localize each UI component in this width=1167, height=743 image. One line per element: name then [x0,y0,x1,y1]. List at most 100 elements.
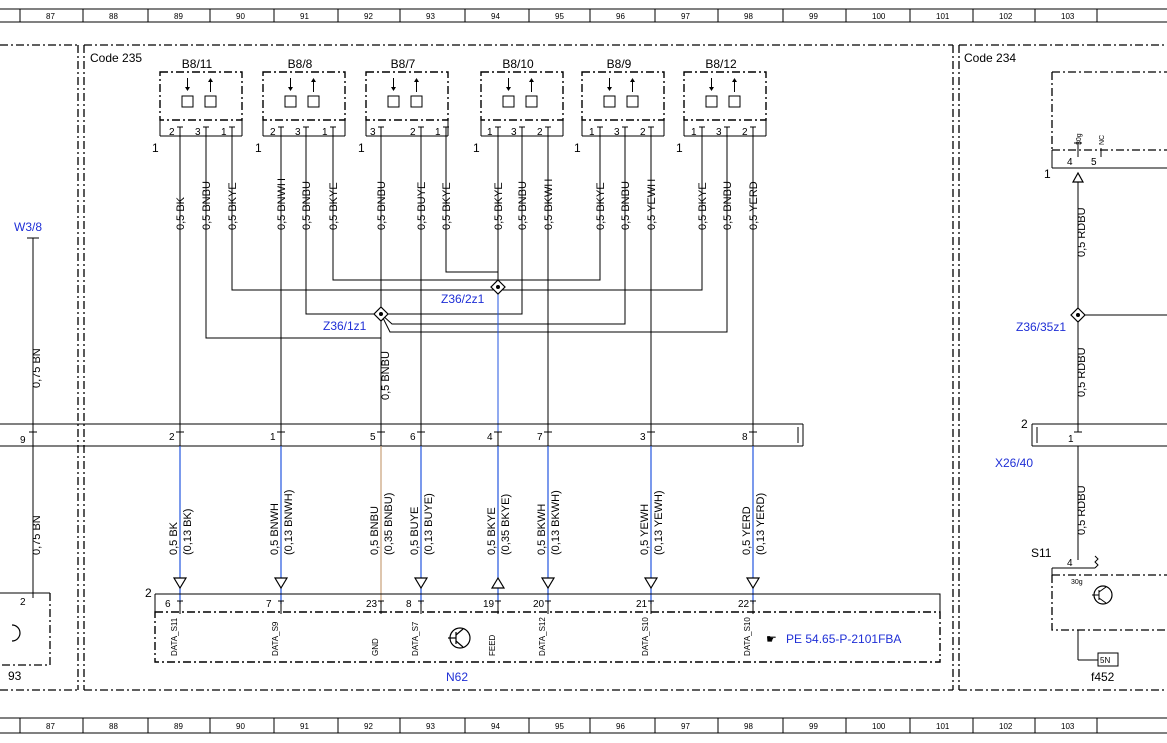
n62-pin-number: 19 [483,599,495,610]
x26-40-pin: 1 [1068,434,1074,445]
ruler-bottom-label: 89 [174,722,183,731]
right-wire [1077,182,1167,560]
sensor-label: B8/9 [607,57,632,71]
upper-wire-label: 0,5 BKYE [227,182,239,230]
signal-arrow-down [413,577,429,590]
splice-z36-2z1 [490,279,506,295]
upper-wire-label: 0,5 YEWH [646,179,658,230]
sensor-label: B8/7 [391,57,416,71]
sensor-pin-number: 2 [537,127,543,138]
splice-z36-35z1 [1070,307,1086,323]
sensor-pin-number: 2 [169,127,175,138]
sensor-pin-marker: 1 [574,141,581,155]
sensor-pin-number: 1 [691,127,697,138]
x26-40-label: X26/40 [995,456,1033,470]
s11-switch [1051,555,1167,661]
upper-wire-label: 0,5 BNBU [201,181,213,230]
fuse-label: f452 [1091,670,1115,684]
ruler-bottom-label: 90 [236,722,245,731]
lower-wire-main-label: 0,5 BK [168,521,180,555]
ruler-top-label: 90 [236,12,245,21]
ruler-bottom-label: 102 [999,722,1013,731]
n62-signal-label: DATA_S9 [271,621,280,656]
signal-arrow-down [540,577,556,590]
lower-wire-main-label: 0,5 YEWH [639,504,651,555]
lower-wire-sub-label: (0,35 BNBU) [383,493,395,555]
upper-wire-label: 0,5 BKYE [697,182,709,230]
w3-8-wire-upper-label: 0,75 BN [31,348,43,388]
ruler-bottom-label: 101 [936,722,950,731]
sensor-label: B8/8 [288,57,313,71]
upper-wire-label: 0,5 BNBU [517,181,529,230]
w3-8-label: W3/8 [14,220,42,234]
ruler-bottom-label: 95 [555,722,564,731]
lower-wire-main-label: 0,5 BNBU [369,506,381,555]
upper-wire-label: 0,5 BKYE [328,182,340,230]
splice-z36-1z1 [373,306,389,322]
ruler-top-label: 99 [809,12,818,21]
signal-arrow-down [273,577,289,590]
s11-pin: 4 [1067,558,1073,569]
n62-label: N62 [446,670,468,684]
n62-pin-number: 21 [636,599,648,610]
right-top-marker: 1 [1044,167,1051,181]
n62-signal-label: GND [371,638,380,656]
area-label-code-234: Code 234 [964,51,1016,65]
w3-8-wire [27,237,39,598]
transistor-icon [448,627,471,649]
sensor-pin-number: 2 [410,127,416,138]
sensor-pin-number: 3 [295,127,301,138]
signal-arrow-down [172,577,188,590]
n62-pin-number: 8 [406,599,412,610]
splice-label-z36-2z1: Z36/2z1 [441,292,485,306]
lower-wire-sub-label: (0,13 BUYE) [423,493,435,555]
n62-signal-label: DATA_S7 [411,621,420,656]
ruler-top-label: 97 [681,12,690,21]
n62-pins: 6DATA_S117DATA_S923GND8DATA_S719FEED20DA… [165,599,756,656]
sensor-pin-number: 3 [195,127,201,138]
lower-wire-main-label: 0,5 BUYE [409,507,421,555]
upper-wire-label: 0,5 BKWH [543,179,555,230]
splice-label-z36-35z1: Z36/35z1 [1016,320,1066,334]
sensor-pin-marker: 1 [152,141,159,155]
intermediate-connector-pin: 7 [537,432,543,443]
upper-wire-label: 0,5 YERD [748,181,760,230]
intermediate-connector-pin: 6 [410,432,416,443]
intermediate-connector-pin: 1 [270,432,276,443]
sensor-pin-marker: 1 [473,141,480,155]
sensor-pin-number: 1 [435,127,441,138]
right-top-module [1051,71,1167,169]
right-wire-lower-label: 0,5 RDBU [1076,485,1088,535]
sensor-label: B8/12 [705,57,737,71]
upper-wire-label: 0,5 BNBU [301,181,313,230]
n62-pin-number: 6 [165,599,171,610]
w3-8-wire-lower-label: 0,75 BN [31,515,43,555]
ruler-bottom-label: 99 [809,722,818,731]
n62-connector-number: 2 [145,586,152,600]
n62-control-unit [154,593,941,663]
sensor-pin-number: 3 [614,127,620,138]
ruler-top-label: 102 [999,12,1013,21]
ruler-bottom-label: 92 [364,722,373,731]
n62-signal-label: DATA_S10 [641,617,650,656]
s11-label: S11 [1031,546,1052,560]
s11-pin-label: 30g [1071,579,1083,586]
n62-pin-number: 7 [266,599,272,610]
sensor-pin-number: 1 [487,127,493,138]
pointing-hand-icon: ☛ [766,632,777,646]
signal-arrow-down [745,577,761,590]
sensor-pin-number: 2 [270,127,276,138]
sensor-pin-number: 1 [322,127,328,138]
w3-8-pin-bottom: 2 [20,597,26,608]
splice-routing [205,136,728,339]
upper-wire-label: 0,5 BNBU [376,181,388,230]
ruler-top-label: 89 [174,12,183,21]
